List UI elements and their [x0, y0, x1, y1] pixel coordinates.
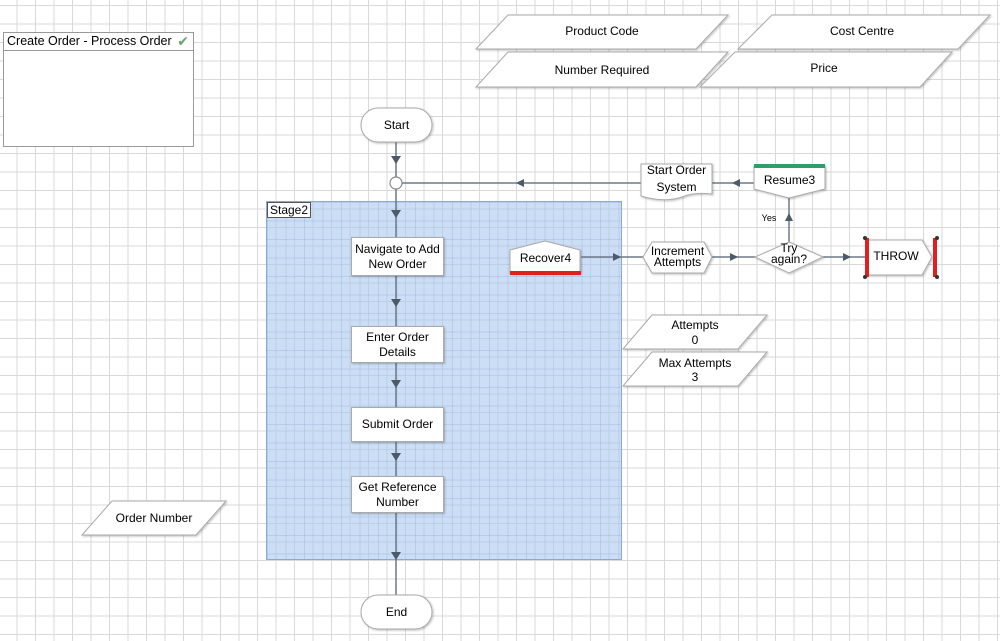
attempts-value: 0 — [691, 333, 699, 347]
data-item-order-number[interactable] — [80, 500, 228, 536]
throw-handle[interactable] — [935, 236, 939, 240]
start-order-system-page[interactable] — [640, 163, 713, 201]
start-order-system-line2: System — [656, 180, 697, 194]
data-item-cost-centre[interactable] — [736, 14, 992, 50]
arrow-head — [516, 179, 524, 187]
attempts-name: Attempts — [671, 318, 719, 332]
data-item-product-code[interactable] — [474, 14, 730, 50]
max-attempts-value: 3 — [691, 370, 699, 384]
decision-yes-label: Yes — [761, 213, 777, 223]
action-label-line1: Navigate to Add — [355, 241, 440, 256]
data-item-max-attempts[interactable] — [621, 351, 769, 387]
data-item-number-required[interactable] — [474, 51, 730, 88]
action-label-line2: Number — [376, 494, 419, 509]
decision-try-again[interactable] — [753, 241, 825, 274]
junction-anchor[interactable] — [389, 176, 403, 190]
recover-label: Recover4 — [519, 251, 572, 265]
action-label-line2: New Order — [368, 256, 427, 271]
action-submit-order[interactable]: Submit Order — [351, 407, 444, 442]
arrow-head — [391, 552, 401, 560]
throw-handle[interactable] — [863, 275, 867, 279]
throw-bracket-right — [933, 238, 937, 277]
throw-handle[interactable] — [935, 275, 939, 279]
resume-label: Resume3 — [763, 173, 816, 187]
data-item-attempts[interactable] — [621, 314, 769, 350]
cost-centre-label: Cost Centre — [829, 24, 895, 38]
decision-line1: Try — [780, 241, 798, 255]
order-number-label: Order Number — [115, 511, 193, 525]
increment-attempts-calc[interactable] — [642, 241, 713, 274]
recover-bar — [510, 271, 581, 275]
resume-bar — [754, 164, 825, 168]
throw-bracket-left — [865, 238, 869, 277]
arrow-head — [391, 380, 401, 388]
arrow-head — [613, 253, 621, 261]
price-label: Price — [810, 61, 838, 75]
end-label: End — [385, 605, 408, 619]
increment-line1: Increment — [650, 244, 705, 258]
start-terminal[interactable] — [360, 107, 433, 143]
start-order-system-line1: Start Order — [646, 163, 707, 177]
start-label: Start — [383, 118, 410, 132]
throw-handle[interactable] — [863, 236, 867, 240]
arrow-head — [391, 453, 401, 461]
data-item-price[interactable] — [698, 51, 954, 88]
arrow-head — [785, 213, 793, 221]
max-attempts-name: Max Attempts — [658, 356, 732, 370]
arrow-head — [391, 156, 401, 164]
action-label-line2: Details — [379, 344, 416, 359]
stage-label: Stage2 — [267, 202, 312, 218]
arrow-head — [732, 179, 740, 187]
arrow-head — [391, 210, 401, 218]
arrow-head — [843, 253, 851, 261]
arrow-head — [391, 299, 401, 307]
action-label-line1: Enter Order — [366, 329, 429, 344]
product-code-label: Product Code — [565, 24, 639, 38]
recover-stage[interactable] — [509, 240, 581, 274]
increment-line2: Attempts — [653, 255, 702, 269]
arrow-head — [730, 253, 738, 261]
note-title: Create Order - Process Order — [4, 33, 193, 51]
action-label: Submit Order — [361, 417, 434, 431]
decision-line2: again? — [770, 252, 808, 266]
throw-label: THROW — [873, 249, 919, 263]
end-terminal[interactable] — [360, 594, 433, 630]
action-label-line1: Get Reference — [358, 479, 437, 494]
number-required-label: Number Required — [554, 63, 650, 77]
checkmark-icon: ✔ — [177, 33, 189, 49]
process-info-note[interactable]: Create Order - Process Order ✔ — [3, 32, 194, 147]
